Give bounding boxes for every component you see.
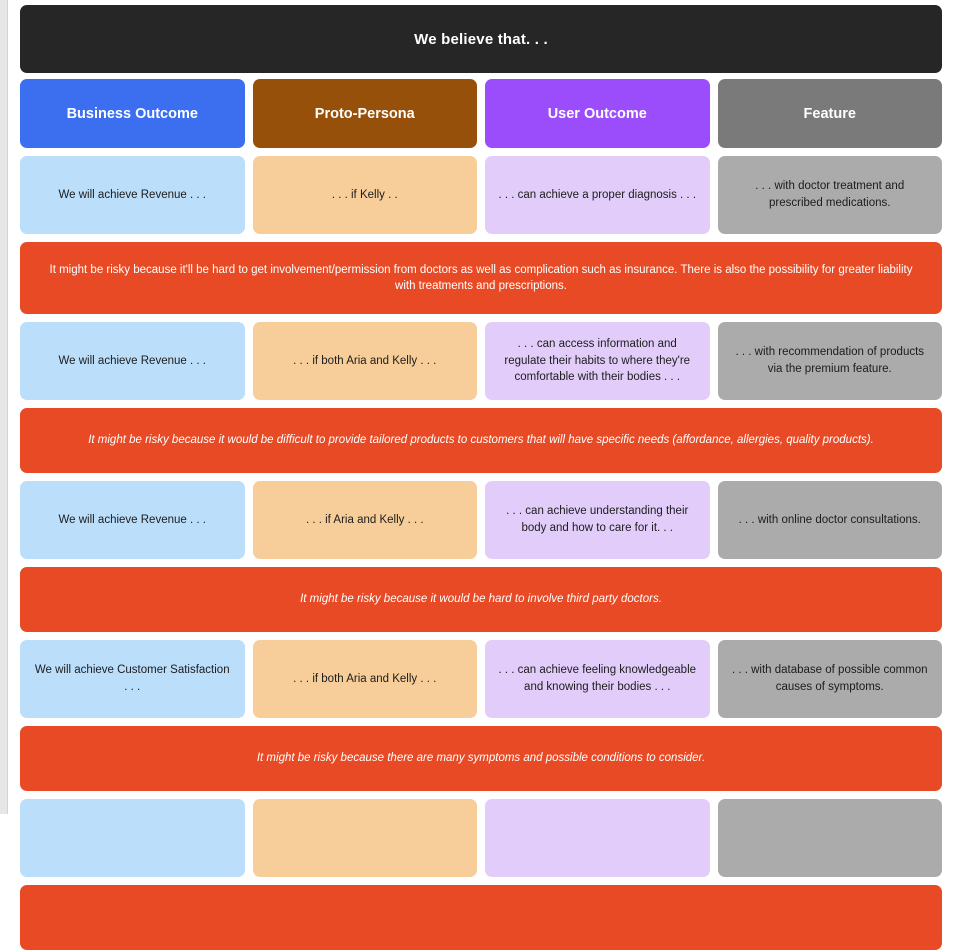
column-header-label: Proto-Persona — [314, 105, 415, 122]
board-rows-container: We will achieve Revenue . . .. . . if Ke… — [9, 156, 957, 950]
card-proto-persona[interactable]: . . . if Kelly . . — [252, 156, 477, 234]
page-left-gutter — [0, 0, 8, 814]
column-header-user-outcome[interactable]: User Outcome — [485, 79, 710, 148]
card-business-outcome[interactable] — [20, 799, 245, 877]
risk-statement-bar[interactable]: It might be risky because it'll be hard … — [20, 242, 942, 314]
card-proto-persona[interactable]: . . . if both Aria and Kelly . . . — [252, 640, 477, 718]
hypothesis-card-row: We will achieve Customer Satisfaction . … — [20, 640, 942, 718]
card-business-outcome[interactable]: We will achieve Revenue . . . — [20, 481, 245, 559]
card-business-outcome[interactable]: We will achieve Revenue . . . — [20, 322, 245, 400]
card-user-outcome[interactable] — [485, 799, 710, 877]
card-feature[interactable]: . . . with online doctor consultations. — [717, 481, 942, 559]
hypothesis-card-row: We will achieve Revenue . . .. . . if bo… — [20, 322, 942, 400]
board-title-bar: We believe that. . . — [20, 5, 942, 73]
hypothesis-card-row: We will achieve Revenue . . .. . . if Ke… — [20, 156, 942, 234]
column-header-label: User Outcome — [547, 105, 647, 122]
card-feature[interactable]: . . . with database of possible common c… — [717, 640, 942, 718]
hypothesis-card-row: We will achieve Revenue . . .. . . if Ar… — [20, 481, 942, 559]
card-user-outcome[interactable]: . . . can access information and regulat… — [485, 322, 710, 400]
card-user-outcome[interactable]: . . . can achieve understanding their bo… — [485, 481, 710, 559]
opportunity-canvas-board: We believe that. . . Business Outcome Pr… — [9, 0, 957, 950]
column-header-proto-persona[interactable]: Proto-Persona — [252, 79, 477, 148]
card-proto-persona[interactable]: . . . if both Aria and Kelly . . . — [252, 322, 477, 400]
card-proto-persona[interactable] — [252, 799, 477, 877]
risk-statement-bar[interactable] — [20, 885, 942, 950]
risk-statement-bar[interactable]: It might be risky because it would be ha… — [20, 567, 942, 632]
risk-statement-bar[interactable]: It might be risky because there are many… — [20, 726, 942, 791]
risk-statement-bar[interactable]: It might be risky because it would be di… — [20, 408, 942, 473]
column-header-feature[interactable]: Feature — [717, 79, 942, 148]
column-headers-row: Business Outcome Proto-Persona User Outc… — [20, 79, 942, 148]
column-header-label: Feature — [803, 105, 856, 122]
card-business-outcome[interactable]: We will achieve Revenue . . . — [20, 156, 245, 234]
column-header-label: Business Outcome — [66, 105, 198, 122]
page-title: We believe that. . . — [414, 30, 548, 48]
card-user-outcome[interactable]: . . . can achieve feeling knowledgeable … — [485, 640, 710, 718]
card-feature[interactable]: . . . with doctor treatment and prescrib… — [717, 156, 942, 234]
card-feature[interactable] — [717, 799, 942, 877]
column-header-business-outcome[interactable]: Business Outcome — [20, 79, 245, 148]
card-proto-persona[interactable]: . . . if Aria and Kelly . . . — [252, 481, 477, 559]
card-user-outcome[interactable]: . . . can achieve a proper diagnosis . .… — [485, 156, 710, 234]
card-feature[interactable]: . . . with recommendation of products vi… — [717, 322, 942, 400]
card-business-outcome[interactable]: We will achieve Customer Satisfaction . … — [20, 640, 245, 718]
hypothesis-card-row — [20, 799, 942, 877]
